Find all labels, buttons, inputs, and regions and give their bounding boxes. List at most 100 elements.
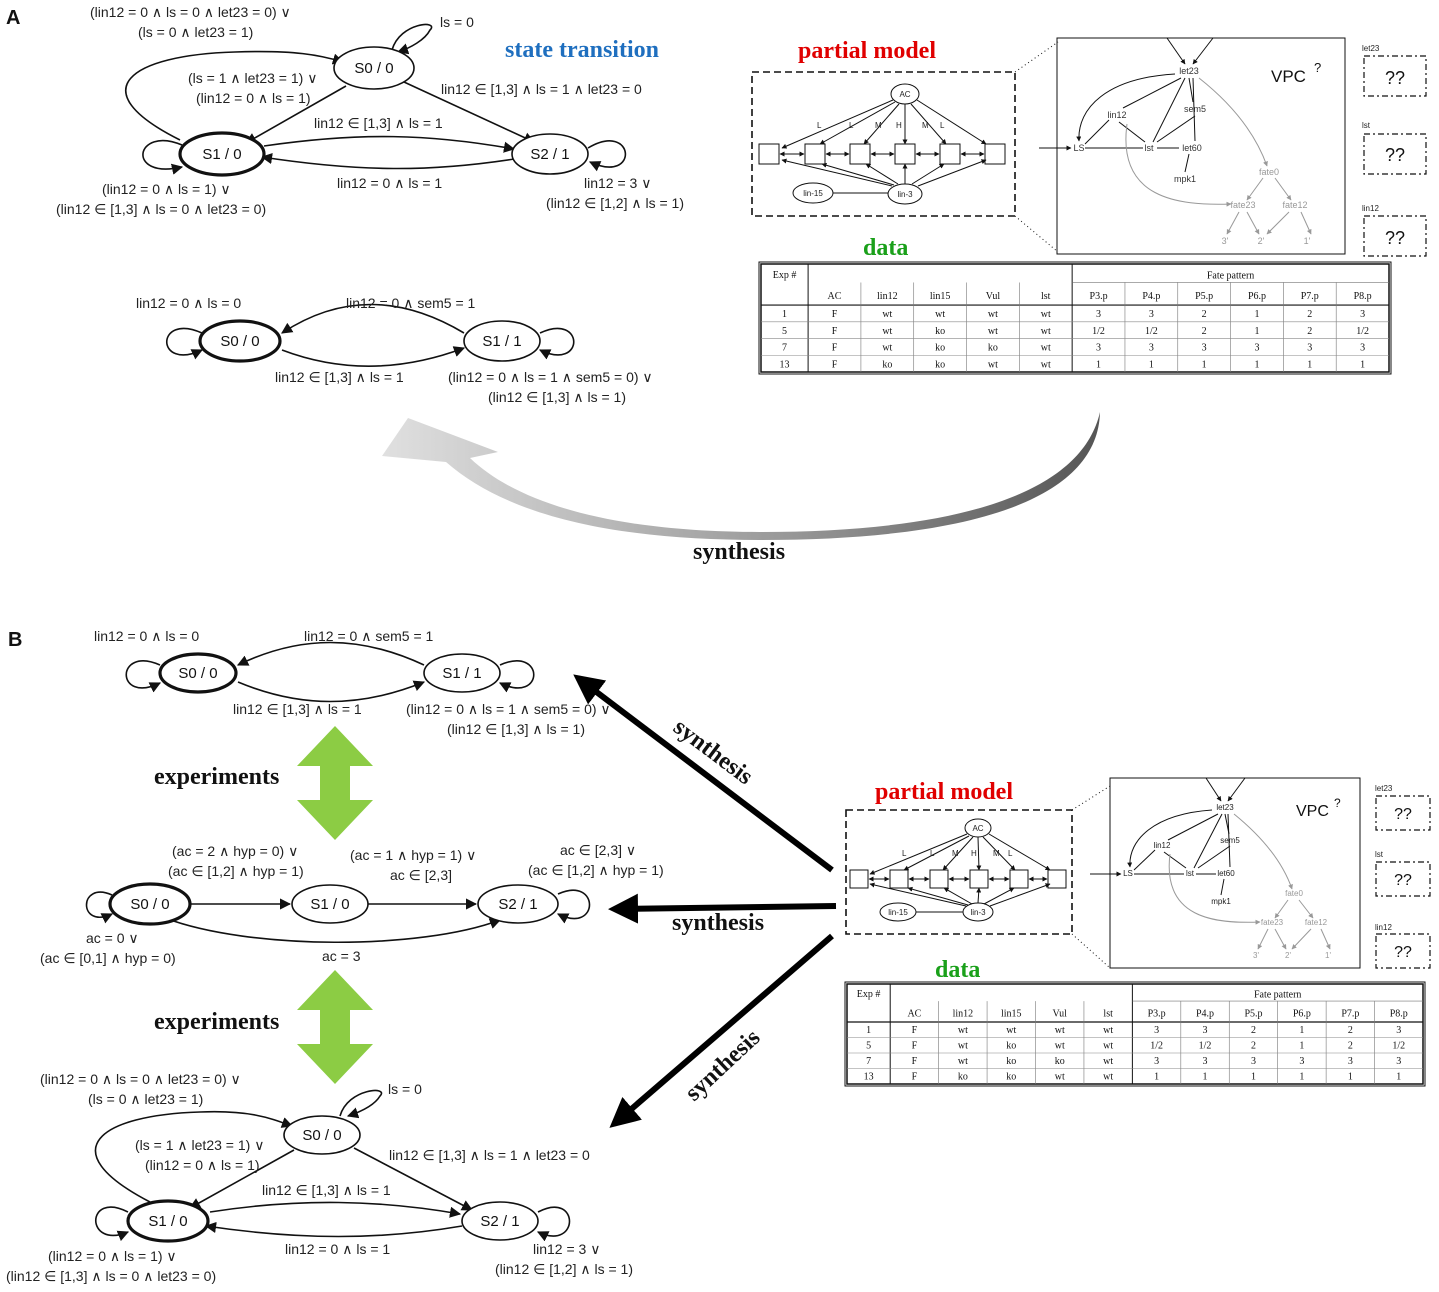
- state-s1-label: S1 / 0: [202, 146, 241, 163]
- b-unknown-let23-value: ??: [1394, 806, 1412, 823]
- a-table-cell: 1: [782, 309, 787, 320]
- b-lin12-loop-s0-label: lin12 = 0 ∧ ls = 0: [94, 628, 199, 644]
- a-table-cell: 3: [1149, 309, 1154, 320]
- a-table-cell: F: [832, 326, 838, 337]
- a-table-cell: 2: [1307, 326, 1312, 337]
- a-table-cell: 3: [1307, 343, 1312, 354]
- edge-label-l2: L: [849, 121, 854, 130]
- b-fate-col-header: P3.p: [1148, 1008, 1166, 1019]
- b-table-cell: 1/2: [1150, 1041, 1163, 1052]
- a-col-header: lin12: [877, 291, 898, 302]
- partial-model-a: AC L L M H M L lin-3 lin-15: [751, 71, 1016, 217]
- b-table-cell: ko: [1006, 1041, 1016, 1052]
- b-s1-to-s0-label-1: (lin12 = 0 ∧ ls = 0 ∧ let23 = 0) ∨: [40, 1071, 241, 1087]
- a-table-cell: 1: [1202, 359, 1207, 370]
- a-table-cell: ko: [935, 326, 945, 337]
- ls-loop-s2-label-2: (ac ∈ [1,2] ∧ hyp = 1): [528, 862, 664, 878]
- a-col-header: lst: [1041, 291, 1051, 302]
- b-fate-header: Fate pattern: [1254, 989, 1301, 1000]
- b-table-cell: F: [912, 1041, 918, 1052]
- b-s1-to-s0-label-2: (ls = 0 ∧ let23 = 1): [88, 1091, 203, 1107]
- ls-s1-to-s2-label-1: (ac = 1 ∧ hyp = 1) ∨: [350, 847, 476, 863]
- vpc-question-mark: ?: [1314, 60, 1321, 75]
- b-table-cell: 13: [864, 1072, 874, 1083]
- b-lin15-node-label: lin-15: [888, 908, 908, 917]
- b-table-cell: 3: [1203, 1056, 1208, 1067]
- lin12-state-machine-b: S0 / 0 S1 / 1 lin12 = 0 ∧ ls = 0 lin12 =…: [94, 628, 611, 737]
- lin12-loop-s0-label: lin12 = 0 ∧ ls = 0: [136, 295, 241, 311]
- state-s0: [333, 46, 415, 90]
- b-let23-state-s2-label: S2 / 1: [480, 1213, 519, 1230]
- b-table-cell: 1: [1299, 1025, 1304, 1036]
- b-table-cell: 3: [1154, 1025, 1159, 1036]
- b-let23-state-s0: [283, 1115, 361, 1155]
- s0-to-s2-label: lin12 ∈ [1,3] ∧ ls = 1 ∧ let23 = 0: [441, 81, 642, 97]
- lin12-s1-to-s0-label: lin12 = 0 ∧ sem5 = 1: [346, 295, 476, 311]
- fate12-node: fate12: [1282, 200, 1307, 210]
- unknown-lst-label: lst: [1362, 121, 1371, 130]
- a-fate-header: Fate pattern: [1207, 270, 1254, 281]
- b-table-cell: 3: [1299, 1056, 1304, 1067]
- b-lin12-state-s1: [423, 653, 501, 693]
- loop-s0-label: ls = 0: [440, 14, 474, 30]
- b-unknown-lst-label: lst: [1375, 850, 1384, 859]
- a-table-cell: wt: [1041, 326, 1051, 337]
- unknown-let23-value: ??: [1385, 68, 1405, 88]
- let23-state-machine-b: S0 / 0 S1 / 0 S2 / 1 ls = 0 (lin12 = 0 ∧…: [6, 1071, 633, 1284]
- a-table-cell: 1: [1254, 359, 1259, 370]
- b-table-cell: F: [912, 1025, 918, 1036]
- b-mpk1-node: mpk1: [1211, 897, 1231, 906]
- synthesis-label-a: synthesis: [693, 539, 785, 565]
- b-table-cell: wt: [1006, 1025, 1016, 1036]
- lin12-loop-s1-label-1: (lin12 = 0 ∧ ls = 1 ∧ sem5 = 0) ∨: [448, 369, 653, 385]
- b-fate-col-header: P8.p: [1390, 1008, 1408, 1019]
- ls-node: LS: [1073, 143, 1084, 153]
- lin12-s0-to-s1-label: lin12 ∈ [1,3] ∧ ls = 1: [275, 369, 404, 385]
- a-table-cell: 1: [1307, 359, 1312, 370]
- b-table-cell: ko: [958, 1072, 968, 1083]
- experiments-label-1: experiments: [154, 764, 279, 790]
- b-table-cell: 2: [1348, 1025, 1353, 1036]
- b-table-cell: wt: [1055, 1072, 1065, 1083]
- s0-to-s1-label-2: (lin12 = 0 ∧ ls = 1): [196, 90, 311, 106]
- vpc-label: VPC: [1271, 67, 1306, 86]
- partial-model-heading-a: partial model: [798, 38, 936, 64]
- b-lin12-s1-to-s0-label: lin12 = 0 ∧ sem5 = 1: [304, 628, 434, 644]
- b-sem5-node: sem5: [1220, 836, 1240, 845]
- b-table-cell: 1: [1348, 1072, 1353, 1083]
- partial-model-b: AC L L M H M L lin-3 lin-15: [845, 809, 1073, 935]
- b-edge-label-l2: L: [930, 849, 935, 858]
- a-table-cell: 2: [1307, 309, 1312, 320]
- a-fate-col-header: P6.p: [1248, 291, 1266, 302]
- b-table-cell: wt: [1103, 1041, 1113, 1052]
- a-table-cell: 7: [782, 343, 787, 354]
- a-table-cell: 1/2: [1092, 326, 1105, 337]
- unknown-lin12-value: ??: [1385, 228, 1405, 248]
- b-table-cell: 1: [1154, 1072, 1159, 1083]
- a-table-cell: 2: [1202, 326, 1207, 337]
- b-output-1-node: 1': [1325, 951, 1331, 960]
- fate23-node: fate23: [1230, 200, 1255, 210]
- a-table-cell: 3: [1096, 343, 1101, 354]
- output-3-node: 3': [1222, 236, 1229, 246]
- a-fate-col-header: P7.p: [1301, 291, 1319, 302]
- b-loop-s1-label-1: (lin12 = 0 ∧ ls = 1) ∨: [48, 1248, 177, 1264]
- b-table-cell: ko: [1006, 1072, 1016, 1083]
- b-unknown-lin12-label: lin12: [1375, 923, 1392, 932]
- b-table-cell: wt: [1103, 1025, 1113, 1036]
- state-s0-label: S0 / 0: [354, 60, 393, 77]
- a-fate-col-header: P4.p: [1142, 291, 1160, 302]
- a-table-cell: 3: [1360, 309, 1365, 320]
- b-fate-col-header: P7.p: [1341, 1008, 1359, 1019]
- a-table-cell: wt: [882, 343, 892, 354]
- b-s0-to-s1-label-1: (ls = 1 ∧ let23 = 1) ∨: [135, 1137, 264, 1153]
- b-edge-label-l1: L: [902, 849, 907, 858]
- lin3-node-label: lin-3: [897, 190, 913, 199]
- lin12-state-machine-a: S0 / 0 S1 / 1 lin12 = 0 ∧ ls = 0 lin12 =…: [136, 295, 653, 405]
- loop-s2-label-1: lin12 = 3 ∨: [584, 175, 651, 191]
- b-table-cell: 3: [1251, 1056, 1256, 1067]
- s1-to-s0-label-1: (lin12 = 0 ∧ ls = 0 ∧ let23 = 0) ∨: [90, 4, 291, 20]
- b-table-cell: wt: [958, 1056, 968, 1067]
- a-table-cell: 1: [1360, 359, 1365, 370]
- b-col-header: AC: [907, 1008, 921, 1019]
